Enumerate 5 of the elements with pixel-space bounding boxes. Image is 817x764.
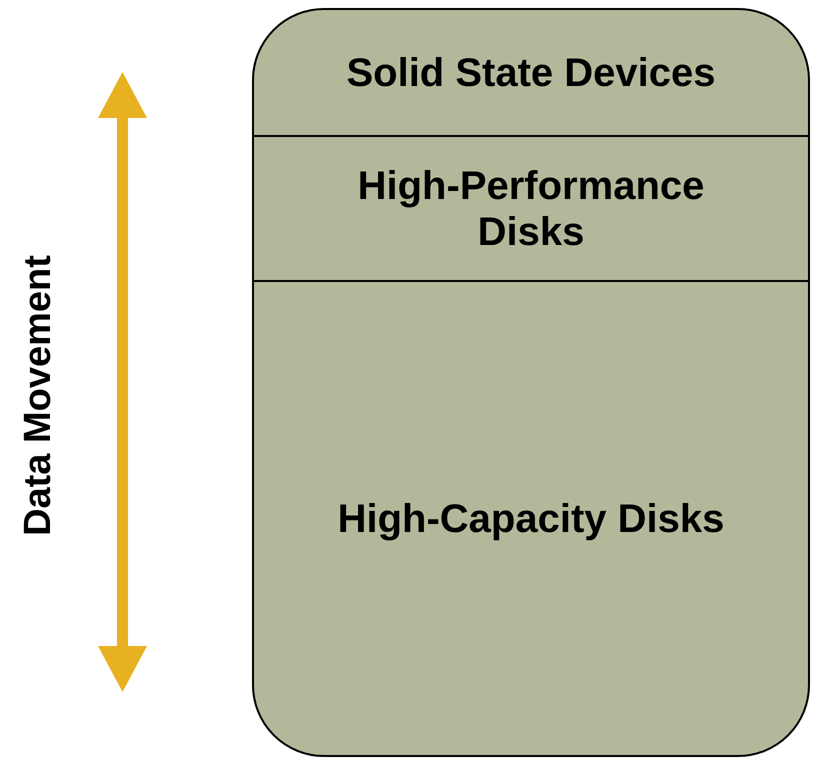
storage-container — [252, 8, 810, 757]
tier-label: Solid State Devices — [346, 50, 716, 96]
tier-label: High-Capacity Disks — [338, 496, 724, 542]
axis-label: Data Movement — [16, 254, 60, 536]
tier-label: High-Performance Disks — [356, 162, 706, 254]
